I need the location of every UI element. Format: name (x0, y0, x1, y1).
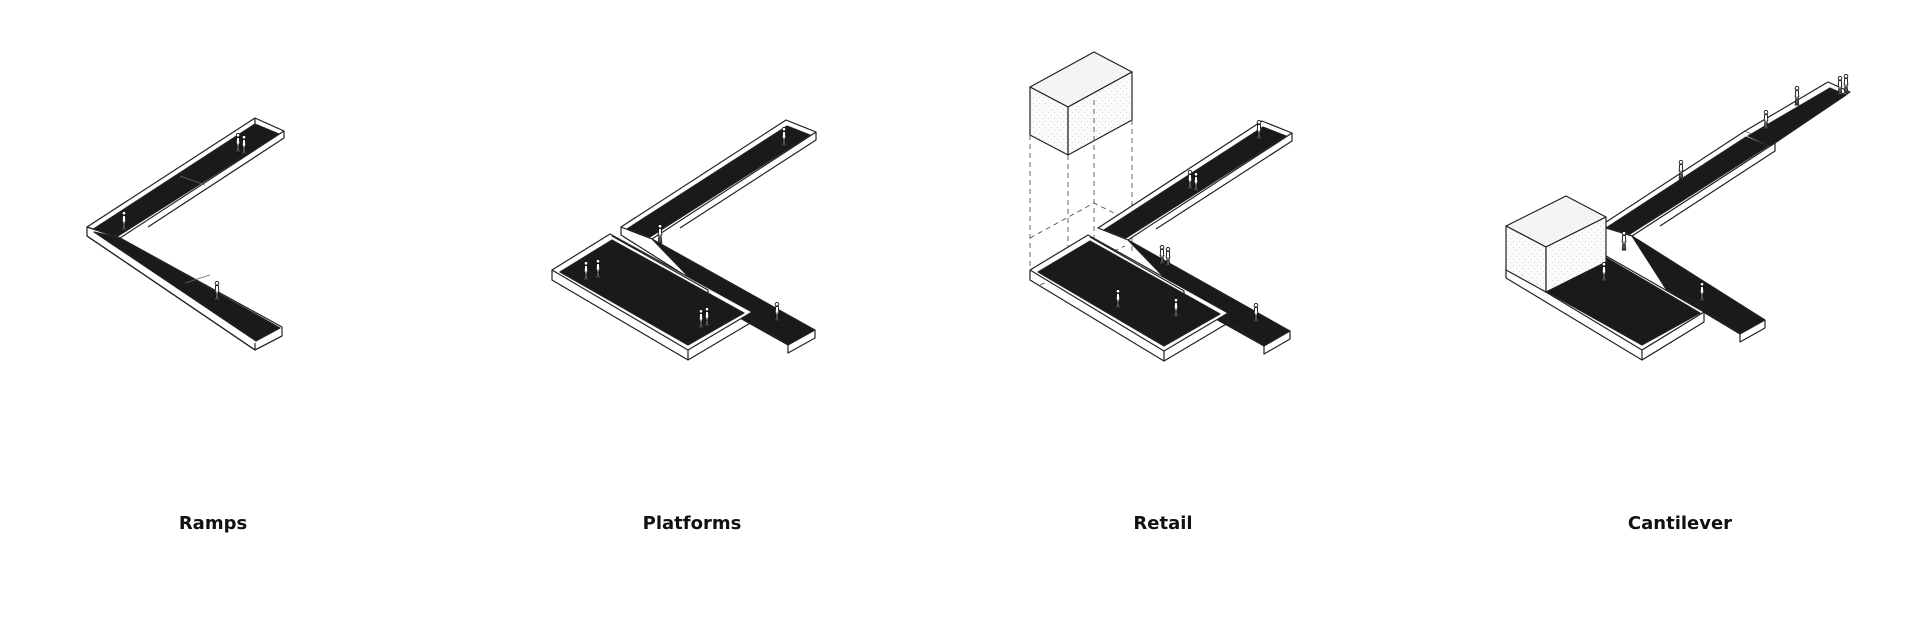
cantilever-diagram (1505, 74, 1851, 361)
caption-platforms: Platforms (642, 513, 742, 534)
ramps-diagram (86, 117, 285, 351)
caption-cantilever: Cantilever (1627, 513, 1733, 534)
retail-diagram (1029, 51, 1293, 362)
caption-ramps: Ramps (178, 513, 248, 534)
platforms-diagram (551, 119, 817, 361)
caption-retail: Retail (1133, 513, 1193, 534)
